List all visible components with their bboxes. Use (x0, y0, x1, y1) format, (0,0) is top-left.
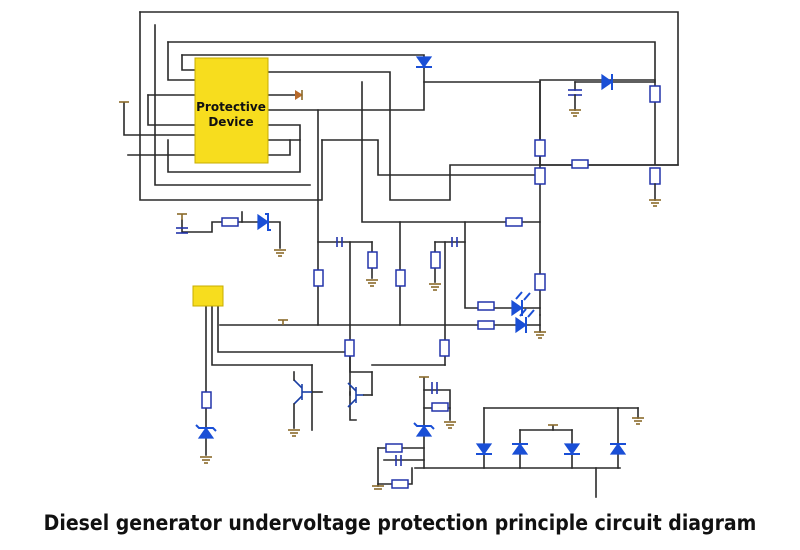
protective-device-ic: Protective Device (194, 57, 269, 164)
capacitor-c3 (451, 237, 458, 247)
resistor-r11 (430, 251, 441, 269)
diodes (195, 56, 627, 456)
resistor-r18 (431, 402, 449, 412)
resistor-r15 (344, 339, 355, 357)
arrow-marker (295, 90, 303, 100)
bridge-diode-2 (511, 442, 529, 455)
resistor-r10 (395, 269, 406, 287)
resistor-r3 (649, 85, 661, 103)
resistors (201, 85, 661, 489)
resistor-r12 (534, 273, 546, 291)
ground-symbols (200, 109, 661, 490)
transistor-q2 (347, 371, 373, 408)
bridge-diode-3 (563, 443, 581, 456)
relay-box (192, 285, 224, 307)
ground-5 (429, 283, 441, 291)
diagram-caption: Diesel generator undervoltage protection… (43, 511, 757, 535)
resistor-r1 (534, 139, 546, 157)
resistor-r14 (477, 320, 495, 330)
ground-11 (372, 483, 384, 490)
ground-1 (569, 109, 581, 117)
resistor-r13 (477, 301, 495, 311)
led-1 (511, 291, 531, 317)
terminal-markers (119, 90, 558, 426)
ground-9 (444, 421, 456, 429)
ground-10 (632, 407, 644, 425)
resistor-r17 (201, 391, 212, 409)
resistor-r20 (391, 479, 409, 489)
ic-label-line1: Protective (196, 100, 266, 114)
bridge-diode-1 (475, 443, 493, 456)
capacitor-c4 (176, 227, 188, 234)
resistor-r7 (221, 217, 239, 227)
ground-3 (274, 249, 286, 257)
resistor-r9 (367, 251, 378, 269)
led-2 (515, 308, 535, 334)
transistor-q1 (293, 371, 312, 429)
ground-7 (200, 456, 212, 464)
capacitors (176, 81, 582, 466)
resistor-r6 (505, 217, 523, 227)
diode-d1 (415, 56, 433, 69)
capacitor-c2 (336, 237, 343, 247)
leds (511, 291, 535, 334)
zener-diode-z1 (257, 213, 271, 231)
resistor-r5 (571, 159, 589, 169)
wires (123, 11, 679, 498)
ground-2 (649, 183, 661, 207)
ground-8 (288, 429, 300, 437)
resistor-r16 (439, 339, 450, 357)
capacitor-c6 (395, 455, 402, 466)
circuit-schematic: Protective Device (119, 11, 679, 498)
resistor-r2 (534, 167, 546, 185)
capacitor-c5 (431, 382, 438, 394)
resistor-r8 (313, 269, 324, 287)
zener-diode-z2 (195, 424, 217, 439)
diode-d2 (601, 73, 614, 91)
zener-diode-z3 (413, 422, 435, 437)
transistors (293, 371, 373, 429)
capacitor-c1 (568, 81, 582, 111)
ground-4 (366, 279, 378, 287)
resistor-r19 (385, 443, 403, 453)
ic-label-line2: Device (208, 115, 253, 129)
bridge-diode-4 (609, 442, 627, 455)
ground-6 (534, 314, 546, 339)
resistor-r4 (649, 167, 661, 185)
